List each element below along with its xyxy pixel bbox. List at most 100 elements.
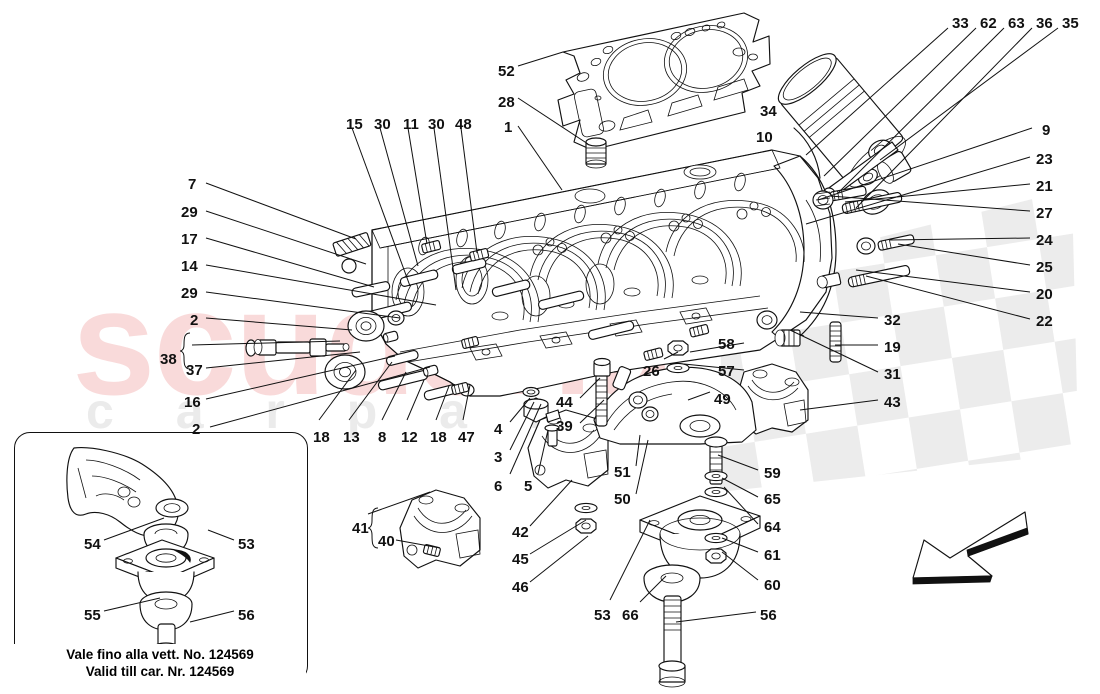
leader-line xyxy=(799,399,879,411)
leader-line xyxy=(805,27,949,156)
callout-11: 11 xyxy=(403,116,419,133)
callout-61: 61 xyxy=(764,547,781,564)
callout-8: 8 xyxy=(378,429,387,446)
leader-line xyxy=(509,397,531,423)
leader-line xyxy=(517,51,564,67)
callout-2: 2 xyxy=(190,312,199,329)
leader-line xyxy=(837,27,1005,194)
callout-51: 51 xyxy=(614,464,631,481)
leader-line xyxy=(663,351,679,360)
engine-mount-bracket-49 xyxy=(593,340,757,445)
leader-line xyxy=(509,401,535,451)
callout-59: 59 xyxy=(764,465,781,482)
leader-line xyxy=(529,535,589,583)
leader-line xyxy=(517,125,563,191)
callout-7: 7 xyxy=(188,176,197,193)
callout-28: 28 xyxy=(498,94,515,111)
leader-line xyxy=(460,127,478,254)
callout-46: 46 xyxy=(512,579,529,596)
leader-line xyxy=(462,384,471,421)
callout-65: 65 xyxy=(764,491,781,508)
engine-block xyxy=(371,149,837,397)
leader-line xyxy=(209,366,431,428)
leader-line xyxy=(721,537,759,553)
leader-line xyxy=(855,27,1033,209)
callout-52: 52 xyxy=(498,63,515,80)
callout-49: 49 xyxy=(714,391,731,408)
callout-50: 50 xyxy=(614,491,631,508)
callout-9: 9 xyxy=(1042,122,1051,139)
callout-37: 37 xyxy=(186,362,203,379)
leader-line xyxy=(879,27,1059,161)
leader-line xyxy=(433,127,457,291)
leader-line xyxy=(855,269,1031,293)
cylinder-liner-group xyxy=(777,53,906,188)
callout-62: 62 xyxy=(980,15,997,32)
leader-line xyxy=(579,399,605,424)
leader-line xyxy=(205,351,361,369)
leader-line xyxy=(205,264,437,306)
plug-28 xyxy=(585,137,607,169)
callout-29: 29 xyxy=(181,204,198,221)
callout-38: 38 xyxy=(160,351,177,368)
leader-line xyxy=(721,477,759,498)
leader-line xyxy=(517,97,589,145)
inset-caption: Vale fino alla vett. No. 124569 Valid ti… xyxy=(14,644,306,682)
callout-56: 56 xyxy=(760,607,777,624)
leader-line xyxy=(829,195,1031,212)
group-bracket-41 xyxy=(367,507,379,549)
callout-33: 33 xyxy=(952,15,969,32)
right-fastener-group xyxy=(756,185,915,363)
direction-arrow xyxy=(912,511,1029,585)
callout-32: 32 xyxy=(884,312,901,329)
callout-19: 19 xyxy=(884,339,901,356)
leader-line xyxy=(789,329,879,373)
leader-line xyxy=(817,127,1033,201)
leader-line xyxy=(639,575,667,603)
callout-64: 64 xyxy=(764,519,781,536)
inset-callout-54: 54 xyxy=(84,536,101,553)
leader-line xyxy=(435,385,450,421)
callout-16: 16 xyxy=(184,394,201,411)
callout-39: 39 xyxy=(556,418,573,435)
callout-18: 18 xyxy=(430,429,447,446)
leader-line xyxy=(889,237,1031,241)
callout-21: 21 xyxy=(1036,178,1053,195)
callout-13: 13 xyxy=(343,429,360,446)
leader-line xyxy=(395,539,441,549)
leader-line xyxy=(723,486,759,525)
callout-5: 5 xyxy=(524,478,533,495)
leader-line xyxy=(687,391,711,401)
leader-line xyxy=(205,182,357,240)
mount-plate-53 xyxy=(639,495,761,688)
inset-caption-it: Vale fino alla vett. No. 124569 xyxy=(66,647,254,662)
callout-30: 30 xyxy=(428,116,445,133)
callout-47: 47 xyxy=(458,429,475,446)
callout-60: 60 xyxy=(764,577,781,594)
leader-line xyxy=(529,479,573,527)
callout-10: 10 xyxy=(756,129,773,146)
callout-48: 48 xyxy=(455,116,472,133)
leader-line xyxy=(351,127,411,287)
oil-jet-assembly xyxy=(245,338,350,357)
callout-4: 4 xyxy=(494,421,503,438)
callout-6: 6 xyxy=(494,478,503,495)
callout-53: 53 xyxy=(594,607,611,624)
leader-line xyxy=(635,434,641,467)
callout-3: 3 xyxy=(494,449,503,466)
inset-callout-55: 55 xyxy=(84,607,101,624)
bearing-cap-41 xyxy=(399,489,481,569)
leader-line xyxy=(675,611,757,623)
watermark-scuderia: scuderia xyxy=(72,258,675,426)
leader-line xyxy=(823,27,977,177)
callout-24: 24 xyxy=(1036,232,1053,249)
callout-12: 12 xyxy=(401,429,418,446)
leader-line xyxy=(689,342,745,353)
leader-line xyxy=(799,311,879,319)
callout-42: 42 xyxy=(512,524,529,541)
bearing-cap-43 xyxy=(735,363,809,435)
leader-line xyxy=(205,291,401,319)
callout-26: 26 xyxy=(643,363,660,380)
leader-line xyxy=(721,551,759,581)
